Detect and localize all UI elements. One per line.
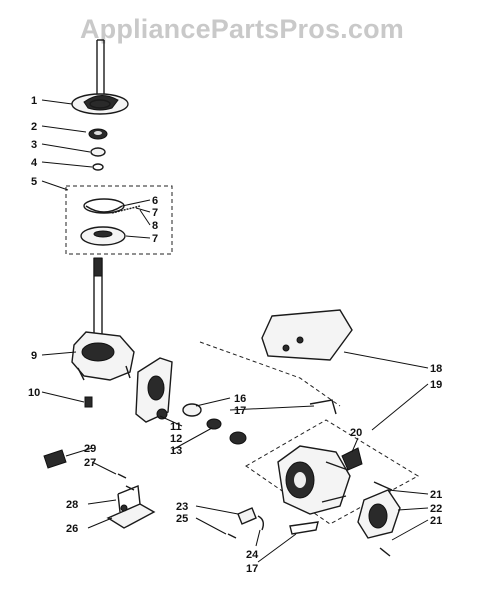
label-part-17b: 17: [246, 563, 258, 575]
part-18-gasket: [261, 309, 353, 361]
part-10-bolt: [84, 396, 93, 408]
part-4-clip: [92, 163, 104, 171]
label-part-9: 9: [31, 350, 37, 362]
part-5-bearing-kit-box: [65, 185, 173, 255]
label-part-19: 19: [430, 379, 442, 391]
part-26-28-bracket: [106, 485, 156, 529]
part-17-rod-lower: [289, 521, 319, 535]
part-3-washer: [90, 147, 106, 157]
label-part-1: 1: [31, 95, 37, 107]
drive-shaft-lower: [93, 257, 103, 345]
label-part-18: 18: [430, 363, 442, 375]
label-part-17a: 17: [234, 405, 246, 417]
part-17-rod-upper: [309, 399, 337, 415]
label-part-23: 23: [176, 501, 188, 513]
leader-lines: [41, 99, 429, 563]
label-part-12: 12: [170, 433, 182, 445]
part-24-clamp: [257, 515, 265, 531]
part-27-screws: [117, 473, 135, 491]
part-25-screw: [227, 533, 237, 539]
label-part-10: 10: [28, 387, 40, 399]
label-part-25: 25: [176, 513, 188, 525]
label-part-11: 11: [170, 421, 182, 433]
label-part-22: 22: [430, 503, 442, 515]
label-part-21a: 21: [430, 489, 442, 501]
label-part-4: 4: [31, 157, 38, 169]
label-part-28: 28: [66, 499, 78, 511]
part-2-nut: [88, 128, 108, 140]
pump-cover-plate: [135, 357, 173, 423]
label-part-6: 6: [152, 195, 158, 207]
motor-pump-body: [277, 445, 351, 515]
label-part-20: 20: [350, 427, 362, 439]
label-part-3: 3: [31, 139, 37, 151]
label-part-26: 26: [66, 523, 78, 535]
label-part-8: 8: [152, 220, 158, 232]
part-1-hub: [71, 93, 129, 115]
part-13-16-bearings: [182, 403, 247, 445]
label-part-16: 16: [234, 393, 246, 405]
label-part-7b: 7: [152, 233, 158, 245]
part-9-gearcase: [71, 331, 135, 381]
label-part-21b: 21: [430, 515, 442, 527]
label-part-24: 24: [246, 549, 259, 561]
part-23-filter: [237, 507, 257, 525]
part-19-assembly-box: [199, 341, 420, 525]
part-29-cam: [43, 449, 67, 469]
part-11-12-seal: [156, 408, 168, 420]
label-part-7a: 7: [152, 207, 158, 219]
label-part-2: 2: [31, 121, 37, 133]
drive-shaft-top: [96, 39, 105, 98]
label-part-27: 27: [84, 457, 96, 469]
label-part-13: 13: [170, 445, 182, 457]
label-part-5: 5: [31, 176, 37, 188]
watermark-text: AppliancePartsPros.com: [79, 14, 404, 44]
part-21-22-pump-cover: [357, 481, 401, 557]
part-number-labels: 1 2 3 4 5 6 7 8 7 9 10 11 12 13 16 17 18…: [28, 95, 442, 575]
label-part-29: 29: [84, 443, 96, 455]
